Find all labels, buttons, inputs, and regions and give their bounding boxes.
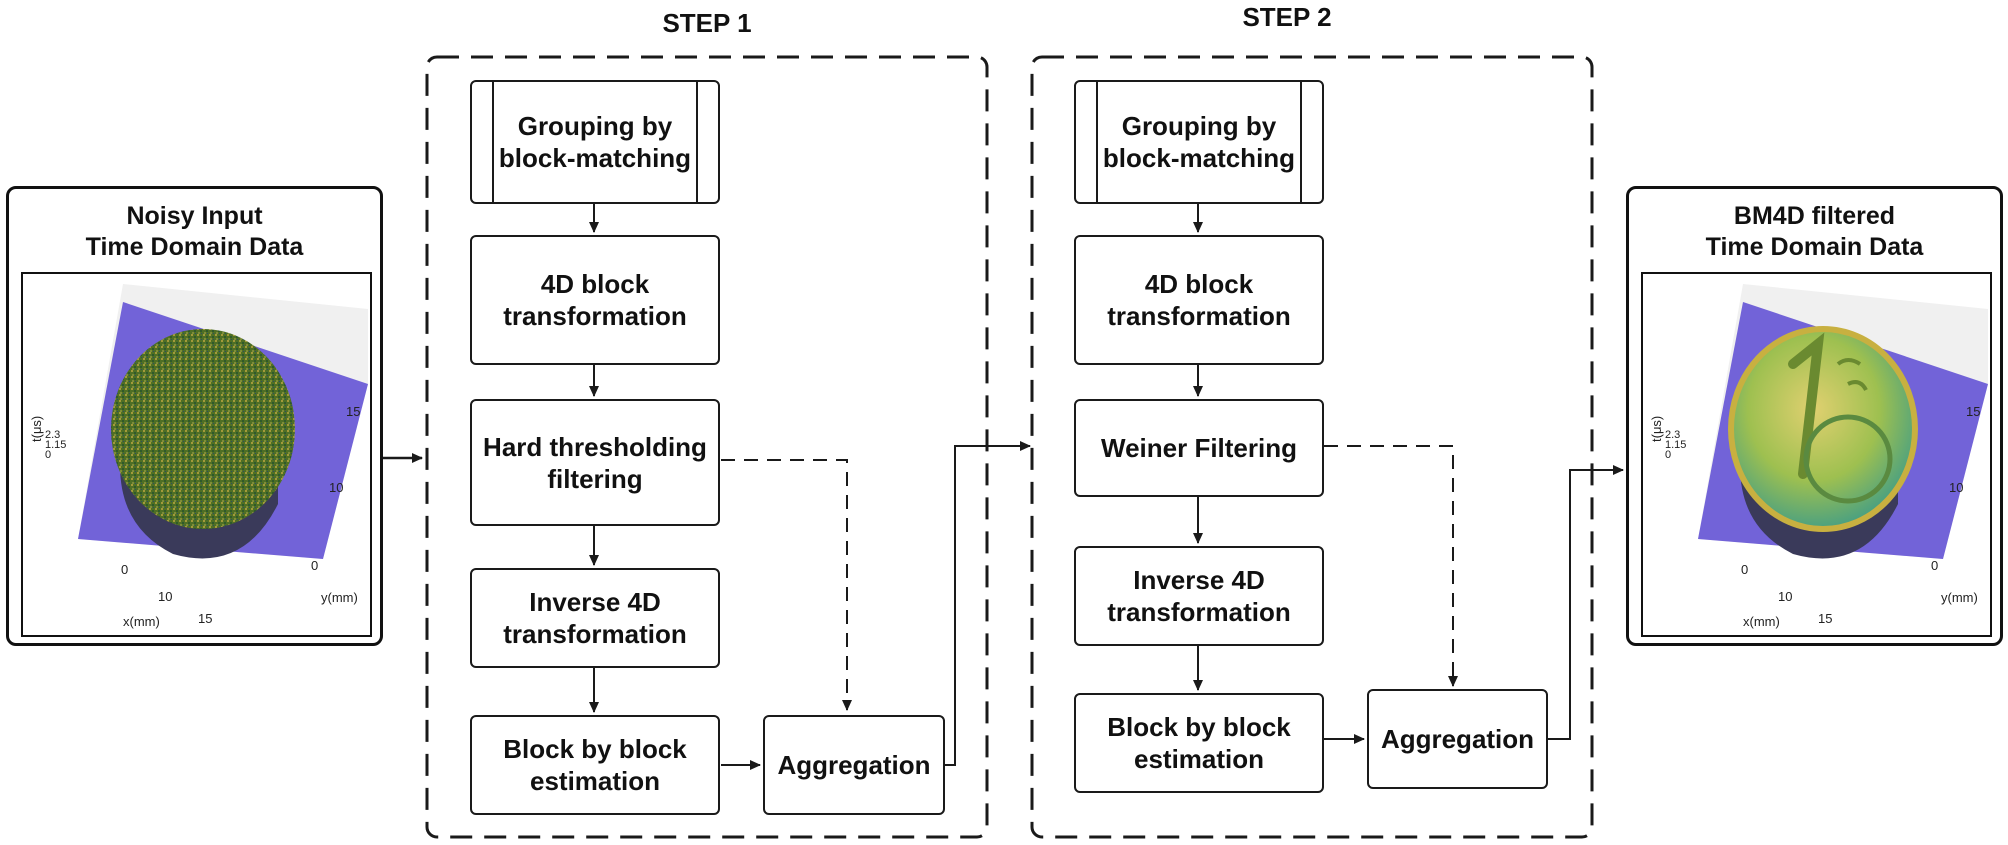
input-x-tick-2: 15 [198,611,213,626]
step2-grouping-label: Grouping by block-matching [1102,111,1296,173]
input-y-axis-label: y(mm) [321,590,358,605]
step2-grouping-box: Grouping by block-matching [1074,80,1324,204]
output-title: BM4D filtered Time Domain Data [1705,202,1924,261]
input-title: Noisy Input Time Domain Data [85,202,304,261]
step1-estimation-box: Block by block estimation [470,715,720,815]
step2-filter-label: Weiner Filtering [1101,433,1297,463]
step1-transform-box: 4D block transformation [470,235,720,365]
step2-filter-box: Weiner Filtering [1074,399,1324,497]
step2-estimation-box: Block by block estimation [1074,693,1324,793]
step2-estimation-label: Block by block estimation [1107,712,1291,774]
output-y-tick-1: 10 [1949,480,1964,495]
step2-transform-box: 4D block transformation [1074,235,1324,365]
step1-estimation-label: Block by block estimation [503,734,687,796]
input-t-ticks: 2.3 1.15 0 [45,429,67,461]
step1-grouping-label: Grouping by block-matching [498,111,692,173]
input-x-tick-1: 10 [158,589,173,604]
output-x-tick-2: 15 [1818,611,1833,626]
output-t-axis-label: t(μs) [1649,415,1664,442]
noisy-surface-plot [78,284,368,559]
step1-transform-label: 4D block transformation [503,269,687,331]
step1-label: STEP 1 [662,8,752,38]
output-y-tick-2: 0 [1931,558,1939,573]
input-x-tick-0: 0 [121,562,129,577]
step2-aggregation-label: Aggregation [1380,724,1535,754]
input-y-tick-0: 15 [346,404,361,419]
step1-aggregation-label: Aggregation [777,750,931,780]
output-y-tick-0: 15 [1966,404,1981,419]
output-x-axis-label: x(mm) [1743,614,1780,629]
step1-filter-box: Hard thresholding filtering [470,399,720,526]
step1-aggregation-box: Aggregation [763,715,945,815]
step2-transform-label: 4D block transformation [1107,269,1291,331]
step2-inverse-box: Inverse 4D transformation [1074,546,1324,646]
output-y-axis-label: y(mm) [1941,590,1978,605]
output-plot: t(μs) 2.3 1.15 0 0 10 15 x(mm) 15 10 0 y… [1641,272,1992,637]
step1-grouping-box: Grouping by block-matching [470,80,720,204]
output-t-ticks: 2.3 1.15 0 [1665,429,1687,461]
step2-aggregation-box: Aggregation [1367,689,1548,789]
output-x-tick-0: 0 [1741,562,1749,577]
input-panel: Noisy Input Time Domain Data t(μs) 2.3 1… [6,186,383,646]
output-x-tick-1: 10 [1778,589,1793,604]
step2-container [1030,55,1594,839]
input-plot: t(μs) 2.3 1.15 0 0 10 15 x(mm) 15 10 0 y… [21,272,372,637]
output-panel: BM4D filtered Time Domain Data t(μs) 2.3… [1626,186,2003,646]
input-y-tick-2: 0 [311,558,319,573]
step1-inverse-label: Inverse 4D transformation [503,587,687,649]
input-y-tick-1: 10 [329,480,344,495]
filtered-surface-plot [1698,284,1988,559]
step1-filter-label: Hard thresholding filtering [483,431,707,494]
step2-label: STEP 2 [1242,2,1332,32]
input-x-axis-label: x(mm) [123,614,160,629]
input-t-axis-label: t(μs) [29,415,44,442]
step1-inverse-box: Inverse 4D transformation [470,568,720,668]
step2-inverse-label: Inverse 4D transformation [1107,565,1291,627]
